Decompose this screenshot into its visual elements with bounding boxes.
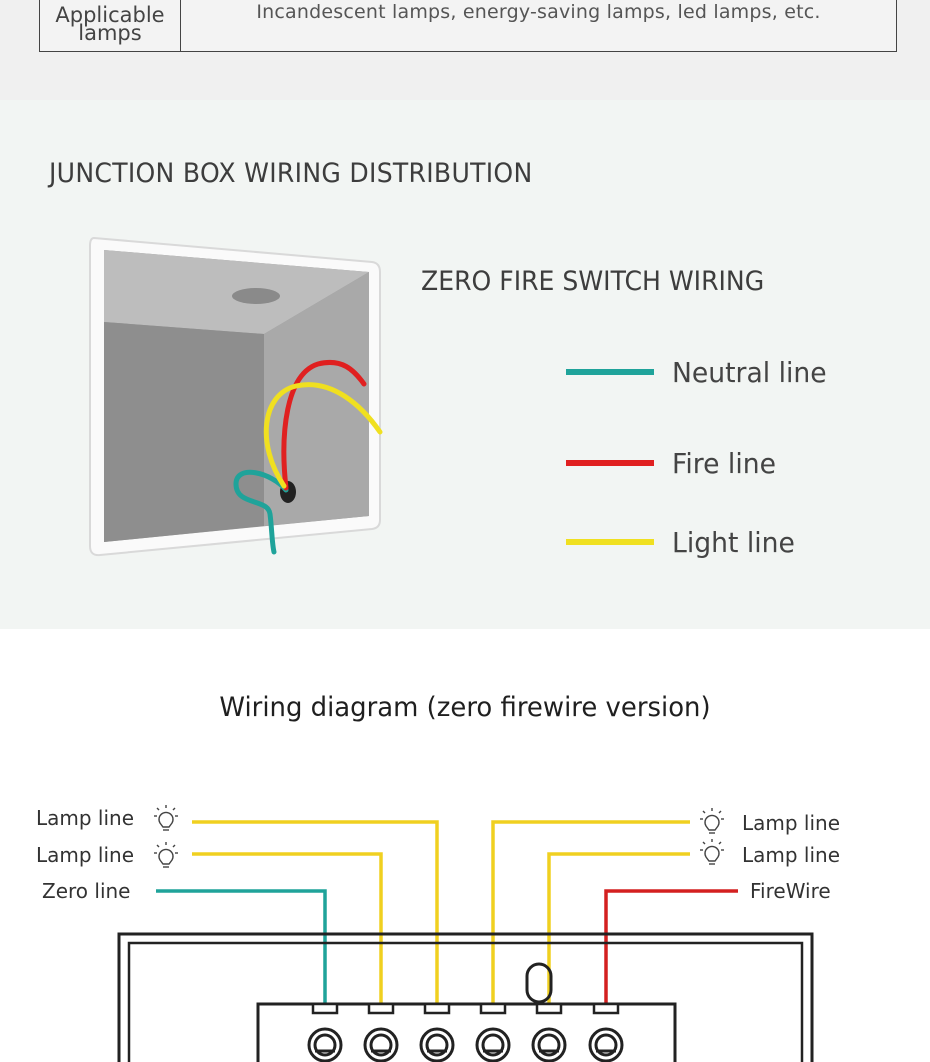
junction-box-illustration <box>89 236 383 557</box>
right-firewire-label: FireWire <box>750 879 831 903</box>
spec-table: Applicable lamps Incandescent lamps, ene… <box>39 0 897 52</box>
wiring-section: Wiring diagram (zero firewire version) L… <box>0 629 930 1062</box>
bulb-icon <box>154 805 178 831</box>
terminal-tab <box>479 1002 507 1015</box>
legend-neutral: Neutral line <box>566 352 835 392</box>
lamp-wire <box>547 852 690 1004</box>
spec-value: Incandescent lamps, energy-saving lamps,… <box>256 1 821 23</box>
terminal-screw-icon <box>419 1027 455 1062</box>
switch-wiring-title: ZERO FIRE SWITCH WIRING <box>421 266 765 297</box>
wiring-diagram: Lamp line Lamp line Zero line Lamp line … <box>36 805 840 1062</box>
bulb-icon <box>700 839 724 865</box>
spec-label: Applicable lamps <box>40 0 181 51</box>
junction-title: JUNCTION BOX WIRING DISTRIBUTION <box>49 158 533 189</box>
right-lamp-line-label-1: Lamp line <box>742 811 840 835</box>
legend-label: Fire line <box>672 446 776 480</box>
fire-swatch <box>566 460 654 466</box>
junction-section: JUNCTION BOX WIRING DISTRIBUTION ZERO FI… <box>0 100 930 629</box>
terminal-screw-icon <box>531 1027 567 1062</box>
bulb-icon <box>154 842 178 868</box>
legend-label: Light line <box>672 525 795 559</box>
left-zero-line-label: Zero line <box>42 879 130 903</box>
left-lamp-line-label-2: Lamp line <box>36 843 134 867</box>
terminal-screw-icon <box>307 1027 343 1062</box>
switch-body-inner <box>127 941 804 1062</box>
light-swatch <box>566 539 654 545</box>
terminal-block <box>256 1002 677 1062</box>
legend-fire: Fire line <box>566 443 781 483</box>
terminal-tab <box>592 1002 620 1015</box>
fire-wire <box>604 889 738 1004</box>
zero-wire <box>156 889 327 1004</box>
indicator-oval <box>525 962 553 1004</box>
legend-light: Light line <box>566 522 801 562</box>
terminal-tab <box>311 1002 339 1015</box>
wiring-title: Wiring diagram (zero firewire version) <box>219 692 711 723</box>
switch-body-outline <box>117 932 814 1062</box>
lamp-wire <box>491 820 690 1004</box>
lamp-wire <box>192 852 383 1004</box>
legend-label: Neutral line <box>672 355 827 389</box>
terminal-tab <box>367 1002 395 1015</box>
neutral-swatch <box>566 369 654 375</box>
terminal-screw-icon <box>475 1027 511 1062</box>
bulb-icon <box>700 808 724 834</box>
left-lamp-line-label-1: Lamp line <box>36 806 134 830</box>
spec-section: Applicable lamps Incandescent lamps, ene… <box>0 0 930 100</box>
terminal-screw-icon <box>588 1027 624 1062</box>
terminal-screw-icon <box>363 1027 399 1062</box>
terminal-tab <box>423 1002 451 1015</box>
terminal-tab <box>535 1002 563 1015</box>
lamp-wire <box>192 820 439 1004</box>
right-lamp-line-label-2: Lamp line <box>742 843 840 867</box>
